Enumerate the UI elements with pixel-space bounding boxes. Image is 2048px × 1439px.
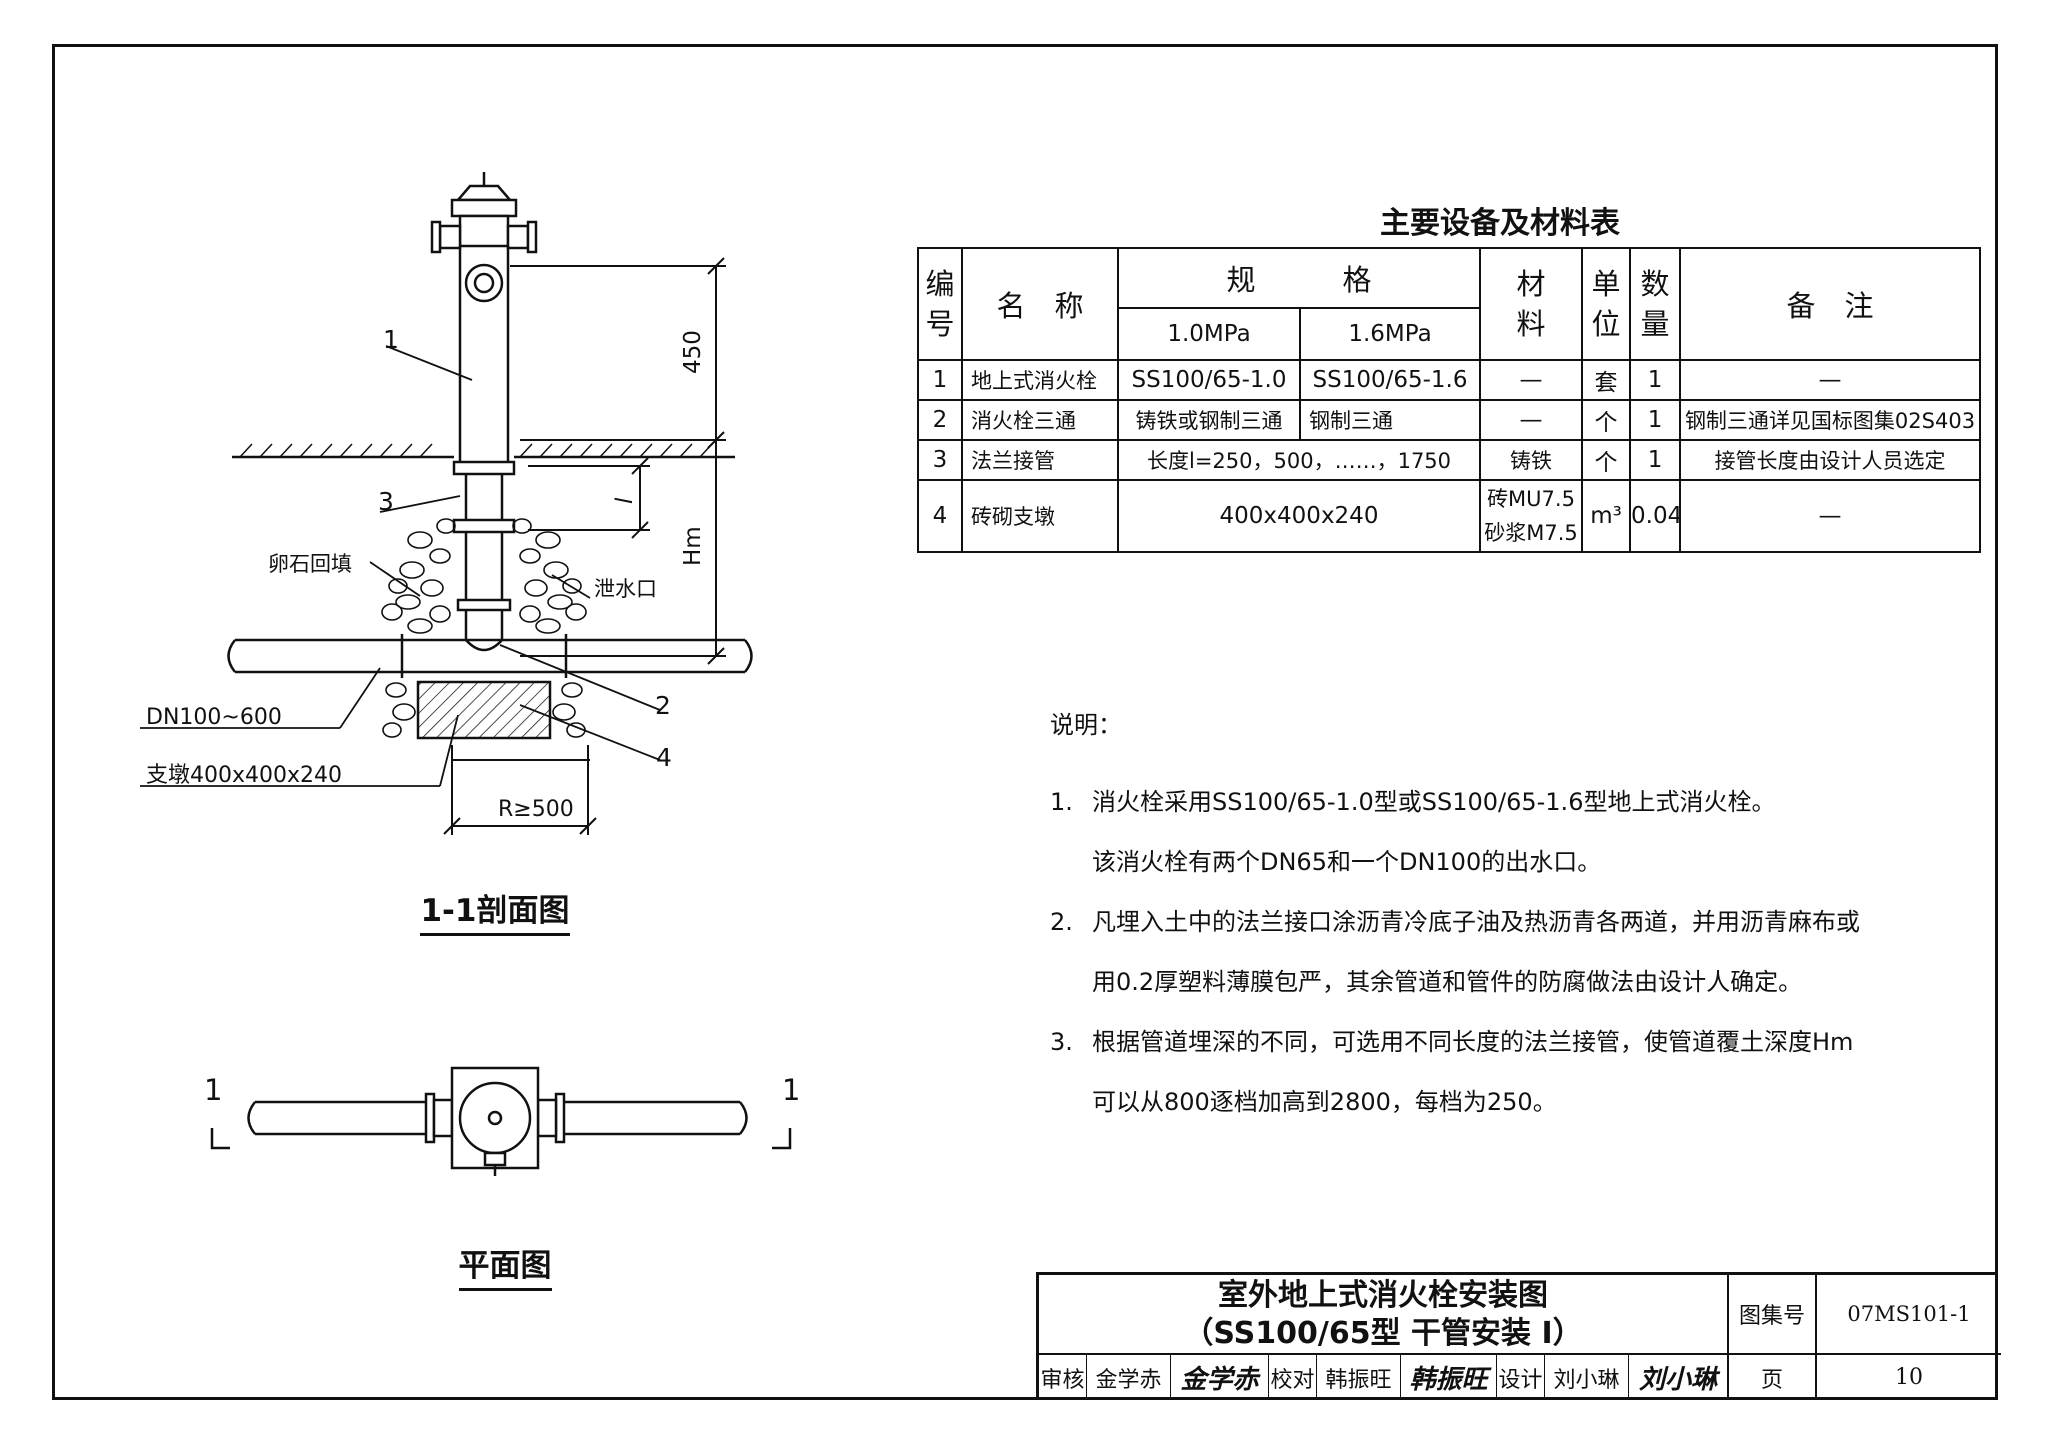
label-item-2: 2 xyxy=(655,691,671,720)
table-row: 2 消火栓三通 铸铁或钢制三通 钢制三通 — 个 1 钢制三通详见国标图集02S… xyxy=(917,399,1982,441)
cell-unit: m³ xyxy=(1581,479,1632,553)
label-pipe-size: DN100~600 xyxy=(146,705,282,730)
hydrant-cap xyxy=(455,184,513,202)
header-name: 名 称 xyxy=(961,247,1119,361)
header-unit: 单位 xyxy=(1581,247,1632,361)
page-value: 10 xyxy=(1895,1365,1923,1390)
cell-remark: — xyxy=(1679,359,1982,401)
cell-unit: 个 xyxy=(1581,439,1632,481)
label-drain-outlet: 泄水口 xyxy=(594,577,657,601)
left-outlet xyxy=(438,224,462,250)
cell-remark: 钢制三通详见国标图集02S403 xyxy=(1679,399,1982,441)
label-item-1: 1 xyxy=(383,325,399,354)
cell-name: 砖砌支墩 xyxy=(961,479,1119,553)
check-signature: 韩振旺 xyxy=(1401,1355,1497,1400)
drawing-title-line-1: 室外地上式消火栓安装图 xyxy=(1218,1278,1548,1313)
notes-title: 说明： xyxy=(1050,711,1122,739)
label-dim-r: R≥500 xyxy=(498,797,574,822)
check-name: 韩振旺 xyxy=(1317,1355,1401,1400)
cell-spec1: 铸铁或钢制三通 xyxy=(1117,399,1301,441)
cell-remark: 接管长度由设计人员选定 xyxy=(1679,439,1982,481)
cell-spec2: 钢制三通 xyxy=(1298,399,1482,441)
hydrant-head xyxy=(458,214,510,248)
label-pier: 支墩400x400x240 xyxy=(146,763,342,788)
cell-spec1: SS100/65-1.0 xyxy=(1117,359,1301,401)
section-caption: 1-1剖面图 xyxy=(395,885,595,936)
title-block: 室外地上式消火栓安装图 （SS100/65型 干管安装 Ⅰ） 图集号 07MS1… xyxy=(1036,1272,2001,1400)
plan-cut-label-left: 1 xyxy=(204,1073,222,1107)
signature-row: 审核 金学赤 金学赤 校对 韩振旺 韩振旺 设计 刘小琳 刘小琳 xyxy=(1039,1355,1729,1400)
cell-name: 法兰接管 xyxy=(961,439,1119,481)
header-qty: 数量 xyxy=(1629,247,1682,361)
drawing-title: 室外地上式消火栓安装图 （SS100/65型 干管安装 Ⅰ） xyxy=(1039,1275,1729,1355)
cell-unit: 个 xyxy=(1581,399,1632,441)
label-dim-l: l xyxy=(612,497,638,504)
review-signature: 金学赤 xyxy=(1171,1355,1269,1400)
atlas-no-label: 图集号 xyxy=(1729,1275,1817,1355)
note-3-line-2: 可以从800逐档加高到2800，每档为250。 xyxy=(1092,1088,1557,1116)
header-spec: 规 格 xyxy=(1116,247,1482,309)
label-pebble-backfill: 卵石回填 xyxy=(268,552,352,576)
table-row: 1 地上式消火栓 SS100/65-1.0 SS100/65-1.6 — 套 1… xyxy=(917,359,1982,401)
cell-qty: 1 xyxy=(1629,359,1682,401)
cell-spec: 长度l=250，500，……，1750 xyxy=(1116,439,1482,481)
label-item-3: 3 xyxy=(378,487,394,516)
review-label: 审核 xyxy=(1039,1355,1087,1400)
review-name: 金学赤 xyxy=(1087,1355,1171,1400)
label-item-4: 4 xyxy=(656,743,672,772)
label-dim-450: 450 xyxy=(680,330,706,374)
notes: 说明： 1.消火栓采用SS100/65-1.0型或SS100/65-1.6型地上… xyxy=(1050,705,1950,1132)
cell-no: 2 xyxy=(917,399,963,441)
note-3-line-1: 3.根据管道埋深的不同，可选用不同长度的法兰接管，使管道覆土深度Hm xyxy=(1050,1028,1854,1056)
plan-drawing: 1 1 xyxy=(204,1066,800,1176)
material-table: 编号 名 称 规 格 材料 单位 数量 备 注 1.0MPa 1.6MPa 1 … xyxy=(917,247,1982,553)
page-label: 页 xyxy=(1729,1355,1817,1400)
pebble-backfill xyxy=(381,518,587,738)
cell-material: — xyxy=(1479,399,1584,441)
header-spec-2: 1.6MPa xyxy=(1298,307,1482,361)
check-label: 校对 xyxy=(1269,1355,1317,1400)
cell-spec: 400x400x240 xyxy=(1116,479,1482,553)
atlas-no-value: 07MS101-1 xyxy=(1817,1275,2001,1355)
header-no: 编号 xyxy=(917,247,963,361)
drawing-title-line-2: （SS100/65型 干管安装 Ⅰ） xyxy=(1183,1316,1583,1351)
note-2-line-1: 2.凡埋入土中的法兰接口涂沥青冷底子油及热沥青各两道，并用沥青麻布或 xyxy=(1050,908,1860,936)
cell-name: 地上式消火栓 xyxy=(961,359,1119,401)
note-1-line-2: 该消火栓有两个DN65和一个DN100的出水口。 xyxy=(1092,848,1602,876)
brick-pier xyxy=(416,680,552,740)
cell-remark: — xyxy=(1679,479,1982,553)
cell-qty: 1 xyxy=(1629,399,1682,441)
note-2-line-2: 用0.2厚塑料薄膜包严，其余管道和管件的防腐做法由设计人确定。 xyxy=(1092,968,1803,996)
cell-material: — xyxy=(1479,359,1584,401)
plan-cut-label-right: 1 xyxy=(782,1073,800,1107)
design-name: 刘小琳 xyxy=(1545,1355,1629,1400)
right-outlet xyxy=(506,224,530,250)
header-material: 材料 xyxy=(1479,247,1584,361)
design-signature: 刘小琳 xyxy=(1638,1365,1717,1395)
cell-qty: 1 xyxy=(1629,439,1682,481)
flange-upper xyxy=(452,460,516,476)
cell-no: 3 xyxy=(917,439,963,481)
cell-name: 消火栓三通 xyxy=(961,399,1119,441)
cell-no: 4 xyxy=(917,479,963,553)
header-spec-1: 1.0MPa xyxy=(1117,307,1301,361)
cell-no: 1 xyxy=(917,359,963,401)
label-dim-hm: Hm xyxy=(680,526,706,566)
front-outlet xyxy=(464,263,504,303)
section-drawing: 1 3 2 4 卵石回填 泄水口 DN100~600 支墩400x400x240… xyxy=(140,172,753,835)
table-row: 3 法兰接管 长度l=250，500，……，1750 铸铁 个 1 接管长度由设… xyxy=(917,439,1982,481)
cell-material: 铸铁 xyxy=(1479,439,1584,481)
drawing-frame xyxy=(52,44,1998,1400)
plan-hydrant xyxy=(458,1081,532,1155)
header-remark: 备 注 xyxy=(1679,247,1982,361)
design-label: 设计 xyxy=(1497,1355,1545,1400)
cell-spec2: SS100/65-1.6 xyxy=(1298,359,1482,401)
note-1-line-1: 1.消火栓采用SS100/65-1.0型或SS100/65-1.6型地上式消火栓… xyxy=(1050,788,1776,816)
cell-unit: 套 xyxy=(1581,359,1632,401)
plan-caption: 平面图 xyxy=(420,1240,590,1291)
cell-qty: 0.04 xyxy=(1629,479,1682,553)
table-title: 主要设备及材料表 xyxy=(1380,206,1620,241)
